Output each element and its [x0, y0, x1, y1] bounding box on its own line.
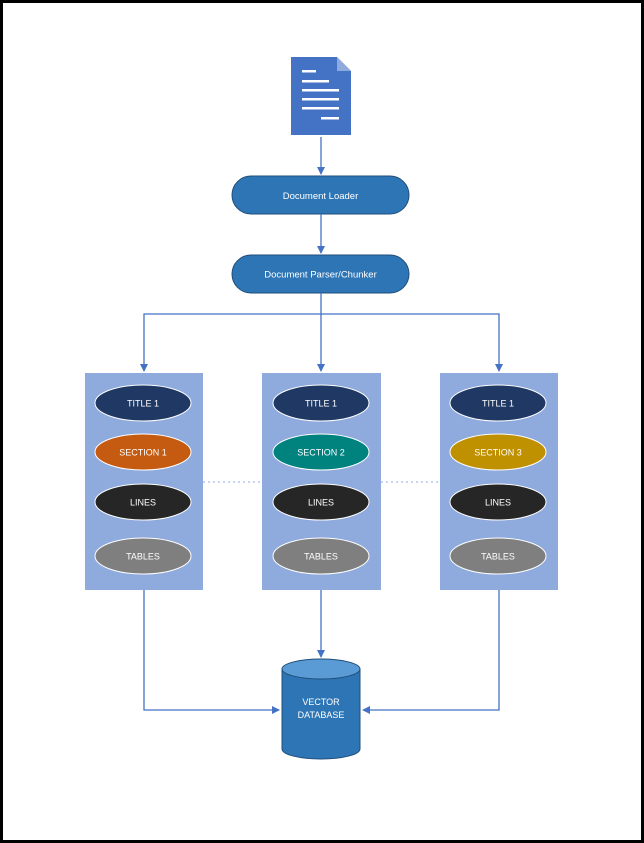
section-label: SECTION 2 — [297, 448, 345, 458]
database-label-line1: VECTOR — [302, 697, 340, 707]
lines-ellipse — [94, 483, 192, 521]
chunk-column-3: TITLE 1 SECTION 3 LINES TABLES — [440, 373, 558, 590]
database-connectors — [143, 590, 500, 714]
section-ellipse — [272, 433, 370, 471]
lines-label: LINES — [485, 498, 511, 508]
section-label: SECTION 3 — [474, 448, 522, 458]
tables-label: TABLES — [304, 552, 338, 562]
tables-label: TABLES — [481, 552, 515, 562]
section-ellipse — [94, 433, 192, 471]
tables-ellipse — [94, 537, 192, 575]
section-ellipse — [449, 433, 547, 471]
document-icon — [291, 57, 351, 135]
title-label: TITLE 1 — [482, 399, 514, 409]
lines-label: LINES — [308, 498, 334, 508]
database-label-line2: DATABASE — [298, 710, 345, 720]
document-loader-node: Document Loader — [231, 175, 410, 215]
tables-ellipse — [272, 537, 370, 575]
branch-connectors — [140, 293, 503, 372]
chunk-column-2: TITLE 1 SECTION 2 LINES TABLES — [262, 373, 381, 590]
lines-label: LINES — [130, 498, 156, 508]
title-ellipse — [272, 384, 370, 422]
lines-ellipse — [449, 483, 547, 521]
document-parser-node: Document Parser/Chunker — [231, 254, 410, 294]
title-label: TITLE 1 — [305, 399, 337, 409]
document-parser-label: Document Parser/Chunker — [264, 270, 376, 281]
title-label: TITLE 1 — [127, 399, 159, 409]
document-loader-label: Document Loader — [283, 191, 359, 202]
title-ellipse — [449, 384, 547, 422]
chunk-column-1: TITLE 1 SECTION 1 LINES TABLES — [85, 373, 203, 590]
section-label: SECTION 1 — [119, 448, 167, 458]
vector-database-node: VECTOR DATABASE — [281, 658, 361, 760]
tables-ellipse — [449, 537, 547, 575]
tables-label: TABLES — [126, 552, 160, 562]
lines-ellipse — [272, 483, 370, 521]
title-ellipse — [94, 384, 192, 422]
